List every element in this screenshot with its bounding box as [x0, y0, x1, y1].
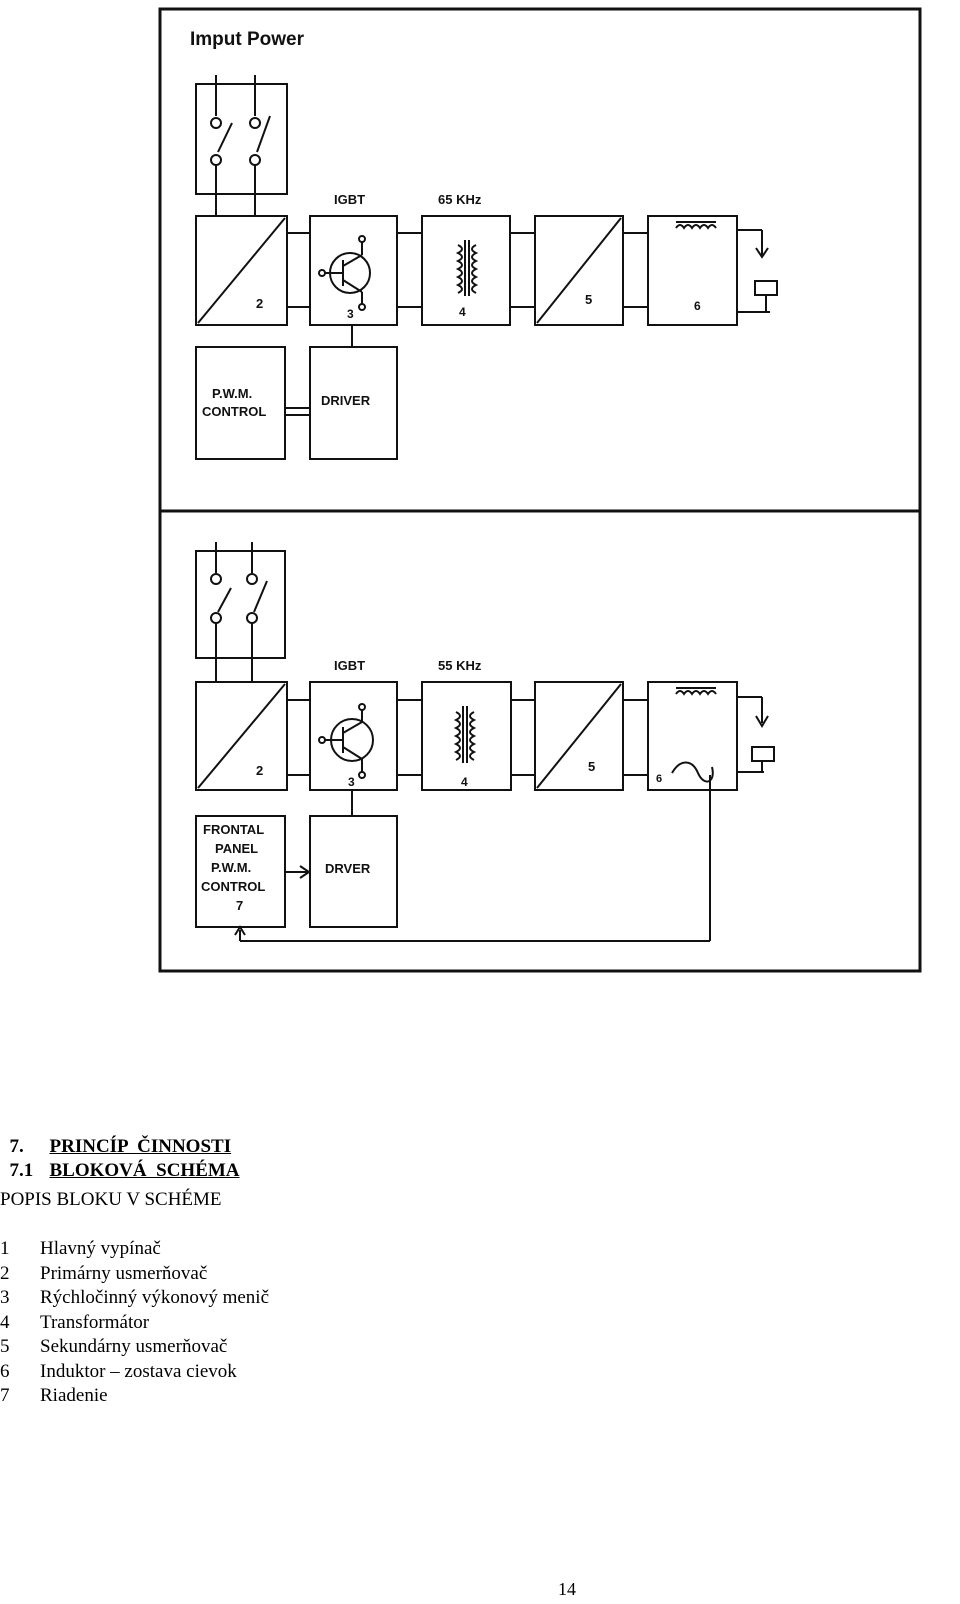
- input-power-title: Imput Power: [190, 29, 305, 50]
- igbt-label-bottom: IGBT: [334, 658, 365, 673]
- panel-label-line-3: P.W.M.: [211, 860, 251, 875]
- block-number-5-top: 5: [585, 292, 592, 307]
- driver-block: [309, 346, 398, 460]
- subsection-heading-text: BLOKOVÁ SCHÉMA: [49, 1160, 240, 1181]
- main-switch-block: [195, 75, 288, 216]
- inductor-block-bottom: [234, 681, 775, 942]
- block-number-3-bottom: 3: [348, 775, 355, 789]
- pwm-label-line-2: CONTROL: [202, 404, 266, 419]
- frequency-label-bottom: 55 KHz: [438, 658, 482, 673]
- primary-rectifier-block: [195, 215, 288, 326]
- transformer-block: [421, 215, 511, 326]
- block-number-4-bottom: 4: [461, 775, 468, 789]
- bottom-diagram-labels: IGBT 55 KHz 2 3 4 5 6 FRONTAL PANEL P.W.…: [201, 658, 662, 913]
- secondary-rectifier-block-bottom: [534, 681, 624, 791]
- transformer-block-bottom: [421, 681, 512, 791]
- block-number-5-bottom: 5: [588, 759, 595, 774]
- pwm-label-line-1: P.W.M.: [212, 386, 252, 401]
- diagram-frame: [158, 7, 922, 973]
- driver-label-top: DRIVER: [321, 393, 371, 408]
- panel-label-line-2: PANEL: [215, 841, 258, 856]
- block-number-2-top: 2: [256, 296, 263, 311]
- section-heading: 7. PRINCÍP ČINNOSTI: [0, 1111, 232, 1159]
- page-number: 14: [558, 1579, 576, 1599]
- block-diagram: Imput Power IGBT 65 KHz 2 3 4 5 6 P.W.M.…: [158, 7, 922, 973]
- main-switch-block-bottom: [195, 542, 286, 682]
- block-number-6-bottom: 6: [656, 773, 662, 785]
- subsection-heading-number: 7.1: [9, 1160, 34, 1181]
- section-heading-text: PRINCÍP ČINNOSTI: [49, 1136, 232, 1157]
- block-number-2-bottom: 2: [256, 763, 263, 778]
- panel-label-line-5: 7: [236, 898, 243, 913]
- section-heading-number: 7.: [9, 1136, 24, 1157]
- panel-label-line-1: FRONTAL: [203, 822, 264, 837]
- igbt-block-bottom: [309, 681, 398, 791]
- block-number-3-top: 3: [347, 307, 354, 321]
- driver-label-bottom: DRVER: [325, 861, 371, 876]
- driver-block-bottom: [309, 815, 398, 928]
- block-number-6-top: 6: [694, 299, 701, 313]
- top-diagram-labels: Imput Power IGBT 65 KHz 2 3 4 5 6 P.W.M.…: [190, 29, 701, 419]
- primary-rectifier-block-bottom: [195, 681, 288, 791]
- igbt-label-top: IGBT: [334, 192, 365, 207]
- igbt-block: [309, 215, 398, 326]
- legend-title: POPIS BLOKU V SCHÉME: [0, 1189, 222, 1210]
- pwm-control-block: [195, 346, 286, 460]
- top-diagram: [195, 75, 778, 460]
- frequency-label-top: 65 KHz: [438, 192, 482, 207]
- bottom-diagram: [195, 542, 775, 942]
- panel-label-line-4: CONTROL: [201, 879, 265, 894]
- block-number-4-top: 4: [459, 305, 466, 319]
- subsection-heading: 7.1 BLOKOVÁ SCHÉMA: [0, 1135, 240, 1183]
- inductor-block: [647, 215, 778, 326]
- secondary-rectifier-block: [534, 215, 624, 326]
